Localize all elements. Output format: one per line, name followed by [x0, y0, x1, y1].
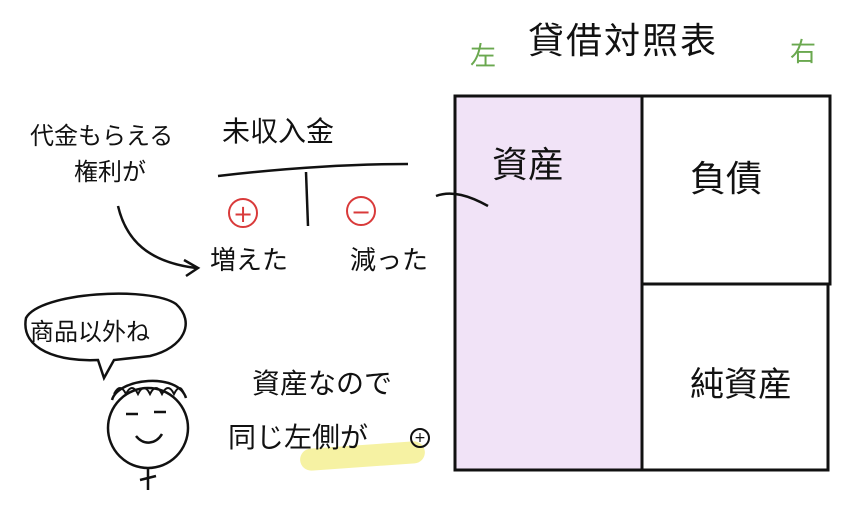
- speech-bubble: [24, 292, 187, 382]
- side-note-line1: 代金もらえる: [30, 122, 174, 150]
- arrow-head: [183, 258, 201, 278]
- equity-box: [640, 282, 830, 472]
- balance-sheet-title: 貸借対照表: [528, 21, 719, 62]
- person-figure: [106, 379, 190, 490]
- right-side-label: 右: [790, 38, 817, 68]
- bottom-note-line2: 同じ左側が: [228, 421, 369, 454]
- bottom-note-plus-sign: +: [410, 428, 430, 448]
- credit-result-label: 減った: [350, 246, 429, 276]
- t-account-divider: [304, 171, 310, 227]
- left-side-label: 左: [470, 42, 497, 72]
- debit-result-label: 増えた: [210, 246, 289, 276]
- arrow-line: [116, 205, 197, 270]
- credit-minus-sign: −: [346, 196, 376, 226]
- bottom-note-line1: 資産なので: [252, 367, 393, 400]
- equity-label: 純資産: [690, 365, 792, 405]
- side-note-line2: 権利が: [74, 158, 146, 186]
- speech-bubble-text: 商品以外ね: [30, 318, 150, 346]
- t-account-title: 未収入金: [222, 115, 335, 148]
- assets-box: [453, 94, 644, 472]
- liabilities-label: 負債: [690, 159, 763, 200]
- debit-plus-sign: +: [228, 198, 258, 228]
- connector-line: [435, 192, 489, 208]
- assets-label: 資産: [492, 145, 565, 186]
- t-account-top-line: [217, 162, 409, 178]
